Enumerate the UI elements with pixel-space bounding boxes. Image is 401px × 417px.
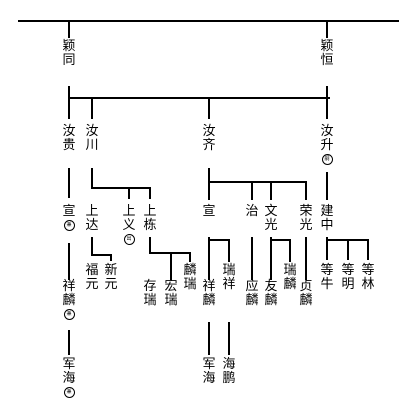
line-xuan-to-xianglin	[68, 243, 70, 280]
line-to-hongrui	[170, 252, 172, 280]
line-to-ruixiang	[228, 239, 230, 262]
line-to-yingtong	[68, 20, 70, 38]
line-shangda-bar	[91, 254, 111, 256]
person-shangdong: 上栋	[143, 204, 157, 233]
person-shangyi-name: 上义	[122, 204, 136, 233]
person-rugui: 汝贵	[62, 124, 76, 153]
person-shangda: 上达	[85, 204, 99, 233]
person-yingheng: 颖恒	[320, 39, 334, 68]
line-to-ruchuan	[91, 97, 93, 119]
person-junhai-a-note: 兼祧	[63, 387, 75, 398]
person-dengming: 等明	[341, 263, 355, 292]
person-shangyi-note: 出	[123, 234, 135, 245]
person-wenguang: 文光	[264, 204, 278, 233]
person-xianglin-a-name: 祥麟	[62, 279, 76, 308]
line-rusheng-to-jianzhong	[326, 172, 328, 200]
person-linrui: 麟瑞	[183, 263, 197, 292]
line-jianzhong-down	[326, 237, 328, 260]
person-shangyi: 上义 出	[121, 205, 137, 245]
person-junhai-b: 军海	[202, 357, 216, 386]
line-to-rongguang	[305, 181, 307, 200]
line-generation-2-bar	[68, 97, 330, 99]
line-ruixiang-to-haipeng	[228, 322, 230, 355]
person-zhenlin: 贞麟	[299, 279, 313, 308]
person-xinyuan: 新元	[104, 263, 118, 292]
line-xuan-b-bar	[208, 239, 229, 241]
line-to-xinyuan	[110, 254, 112, 261]
line-to-shangyi	[128, 187, 130, 199]
line-shangdong-down	[149, 237, 151, 253]
person-rusheng-note: 嗣	[321, 154, 333, 165]
person-ruqi: 汝齐	[202, 124, 216, 153]
line-to-ruilin	[289, 239, 291, 262]
top-horizontal-line	[18, 20, 399, 22]
line-yingheng-to-rusheng	[326, 86, 328, 119]
line-xianglin-b-to-junhai	[208, 322, 210, 355]
person-cunrui: 存瑞	[143, 279, 157, 308]
person-ruchuan: 汝川	[85, 124, 99, 153]
person-youlin: 友麟	[264, 279, 278, 308]
person-xuan-a-name: 宣	[62, 204, 76, 219]
person-dengniu: 等牛	[320, 263, 334, 292]
line-to-shangdong	[149, 187, 151, 199]
line-wenguang-bar	[270, 239, 290, 241]
person-xuan-b: 宣	[202, 204, 216, 219]
line-zhi-to-yinglin	[251, 237, 253, 280]
person-junhai-a-name: 军海	[62, 357, 76, 386]
line-ruqi-bar	[208, 181, 306, 183]
person-rusheng: 汝升 嗣	[319, 125, 335, 165]
person-rongguang: 荣光	[299, 204, 313, 233]
person-xuan-a: 宣 兼祧	[61, 205, 77, 231]
person-rusheng-name: 汝升	[320, 124, 334, 153]
line-to-zhi	[251, 181, 253, 200]
person-xuan-a-note: 兼祧	[63, 220, 75, 231]
person-xianglin-a-note: 兼祧	[63, 309, 75, 320]
person-denglin: 等林	[361, 263, 375, 292]
line-ruqi-down	[208, 168, 210, 200]
person-haipeng: 海鹏	[222, 357, 236, 386]
person-yingtong: 颖同	[62, 39, 76, 68]
line-to-denglin	[367, 239, 369, 260]
person-ruixiang: 瑞祥	[222, 263, 236, 292]
line-yingtong-down	[68, 86, 70, 119]
line-wenguang-down	[270, 237, 272, 280]
line-shangdong-bar	[149, 252, 190, 254]
line-to-dengming	[347, 239, 349, 260]
line-xianglin-to-junhai	[68, 330, 70, 355]
line-shangda-down	[91, 237, 93, 255]
person-zhi: 治	[245, 204, 259, 219]
line-to-wenguang	[270, 181, 272, 200]
person-junhai-a: 军海 兼祧	[61, 358, 77, 398]
line-ruchuan-bar	[91, 187, 150, 189]
line-rugui-to-xuan	[68, 168, 70, 198]
line-ruchuan-down	[91, 168, 93, 188]
line-to-yingheng	[326, 20, 328, 38]
line-to-ruqi	[208, 97, 210, 119]
person-fuyuan: 福元	[85, 263, 99, 292]
person-hongrui: 宏瑞	[164, 279, 178, 308]
line-to-linrui	[189, 252, 191, 262]
person-ruilin: 瑞麟	[283, 263, 297, 292]
person-jianzhong: 建中	[320, 204, 334, 233]
line-rongguang-to-zhenlin	[305, 237, 307, 280]
line-xuan-b-down	[208, 237, 210, 280]
person-yinglin: 应麟	[245, 279, 259, 308]
person-xianglin-b: 祥麟	[202, 279, 216, 308]
person-xianglin-a: 祥麟 兼祧	[61, 280, 77, 320]
